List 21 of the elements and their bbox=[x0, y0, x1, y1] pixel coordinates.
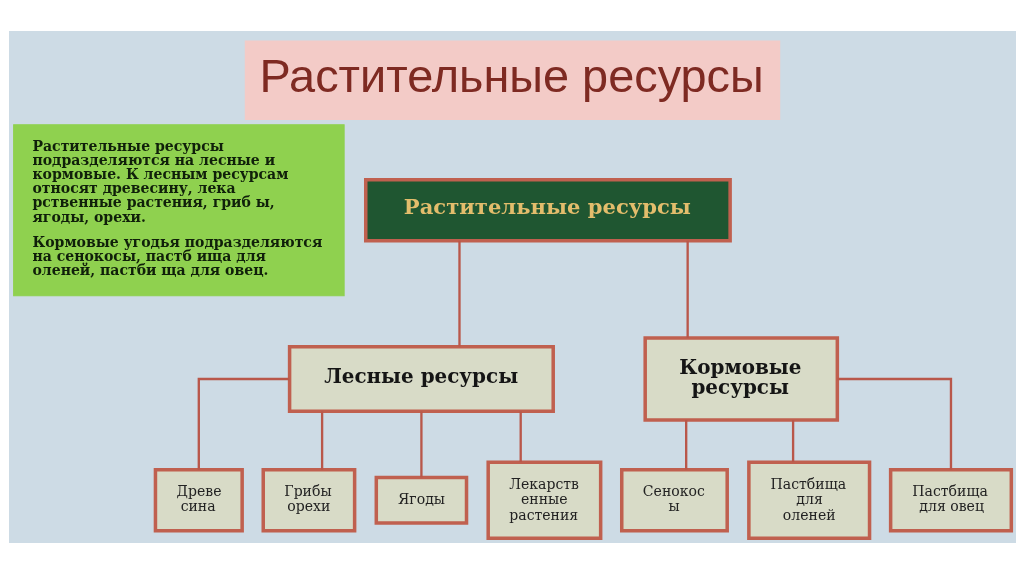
node-box: Растительные ресурсы подразделяются на лесные и кормовые. К лесным ресурсам относят древесину, лека рственные растения, гриб ы, ягоды, орехи. Кормовые угодья подразделяются на сенокосы, пастб ища для оленей, пастби ща для овец. bbox=[12, 124, 345, 297]
connector bbox=[791, 420, 794, 463]
connector bbox=[519, 411, 522, 463]
connector bbox=[457, 240, 461, 347]
node-box: Лесные ресурсы bbox=[287, 345, 555, 413]
connector bbox=[686, 240, 689, 338]
node-box: Пастбища для овец bbox=[888, 468, 1013, 533]
diagram-title: Растительные ресурсы bbox=[258, 49, 764, 102]
connector bbox=[197, 377, 289, 470]
connector bbox=[837, 377, 952, 470]
node-box: Лекарств енные растения bbox=[485, 460, 602, 541]
node-box: Пастбища для оленей bbox=[746, 460, 871, 541]
connector bbox=[419, 411, 423, 478]
node-box: Сенокос ы bbox=[619, 468, 729, 533]
connector bbox=[320, 411, 323, 470]
connector bbox=[684, 420, 687, 470]
node-box: Ягоды bbox=[374, 475, 468, 525]
node-box: Растительные ресурсы bbox=[363, 178, 732, 243]
node-box: Кормовые ресурсы bbox=[642, 336, 839, 422]
node-box: Древе сина bbox=[153, 468, 244, 533]
node-box: Грибы орехи bbox=[261, 468, 356, 533]
